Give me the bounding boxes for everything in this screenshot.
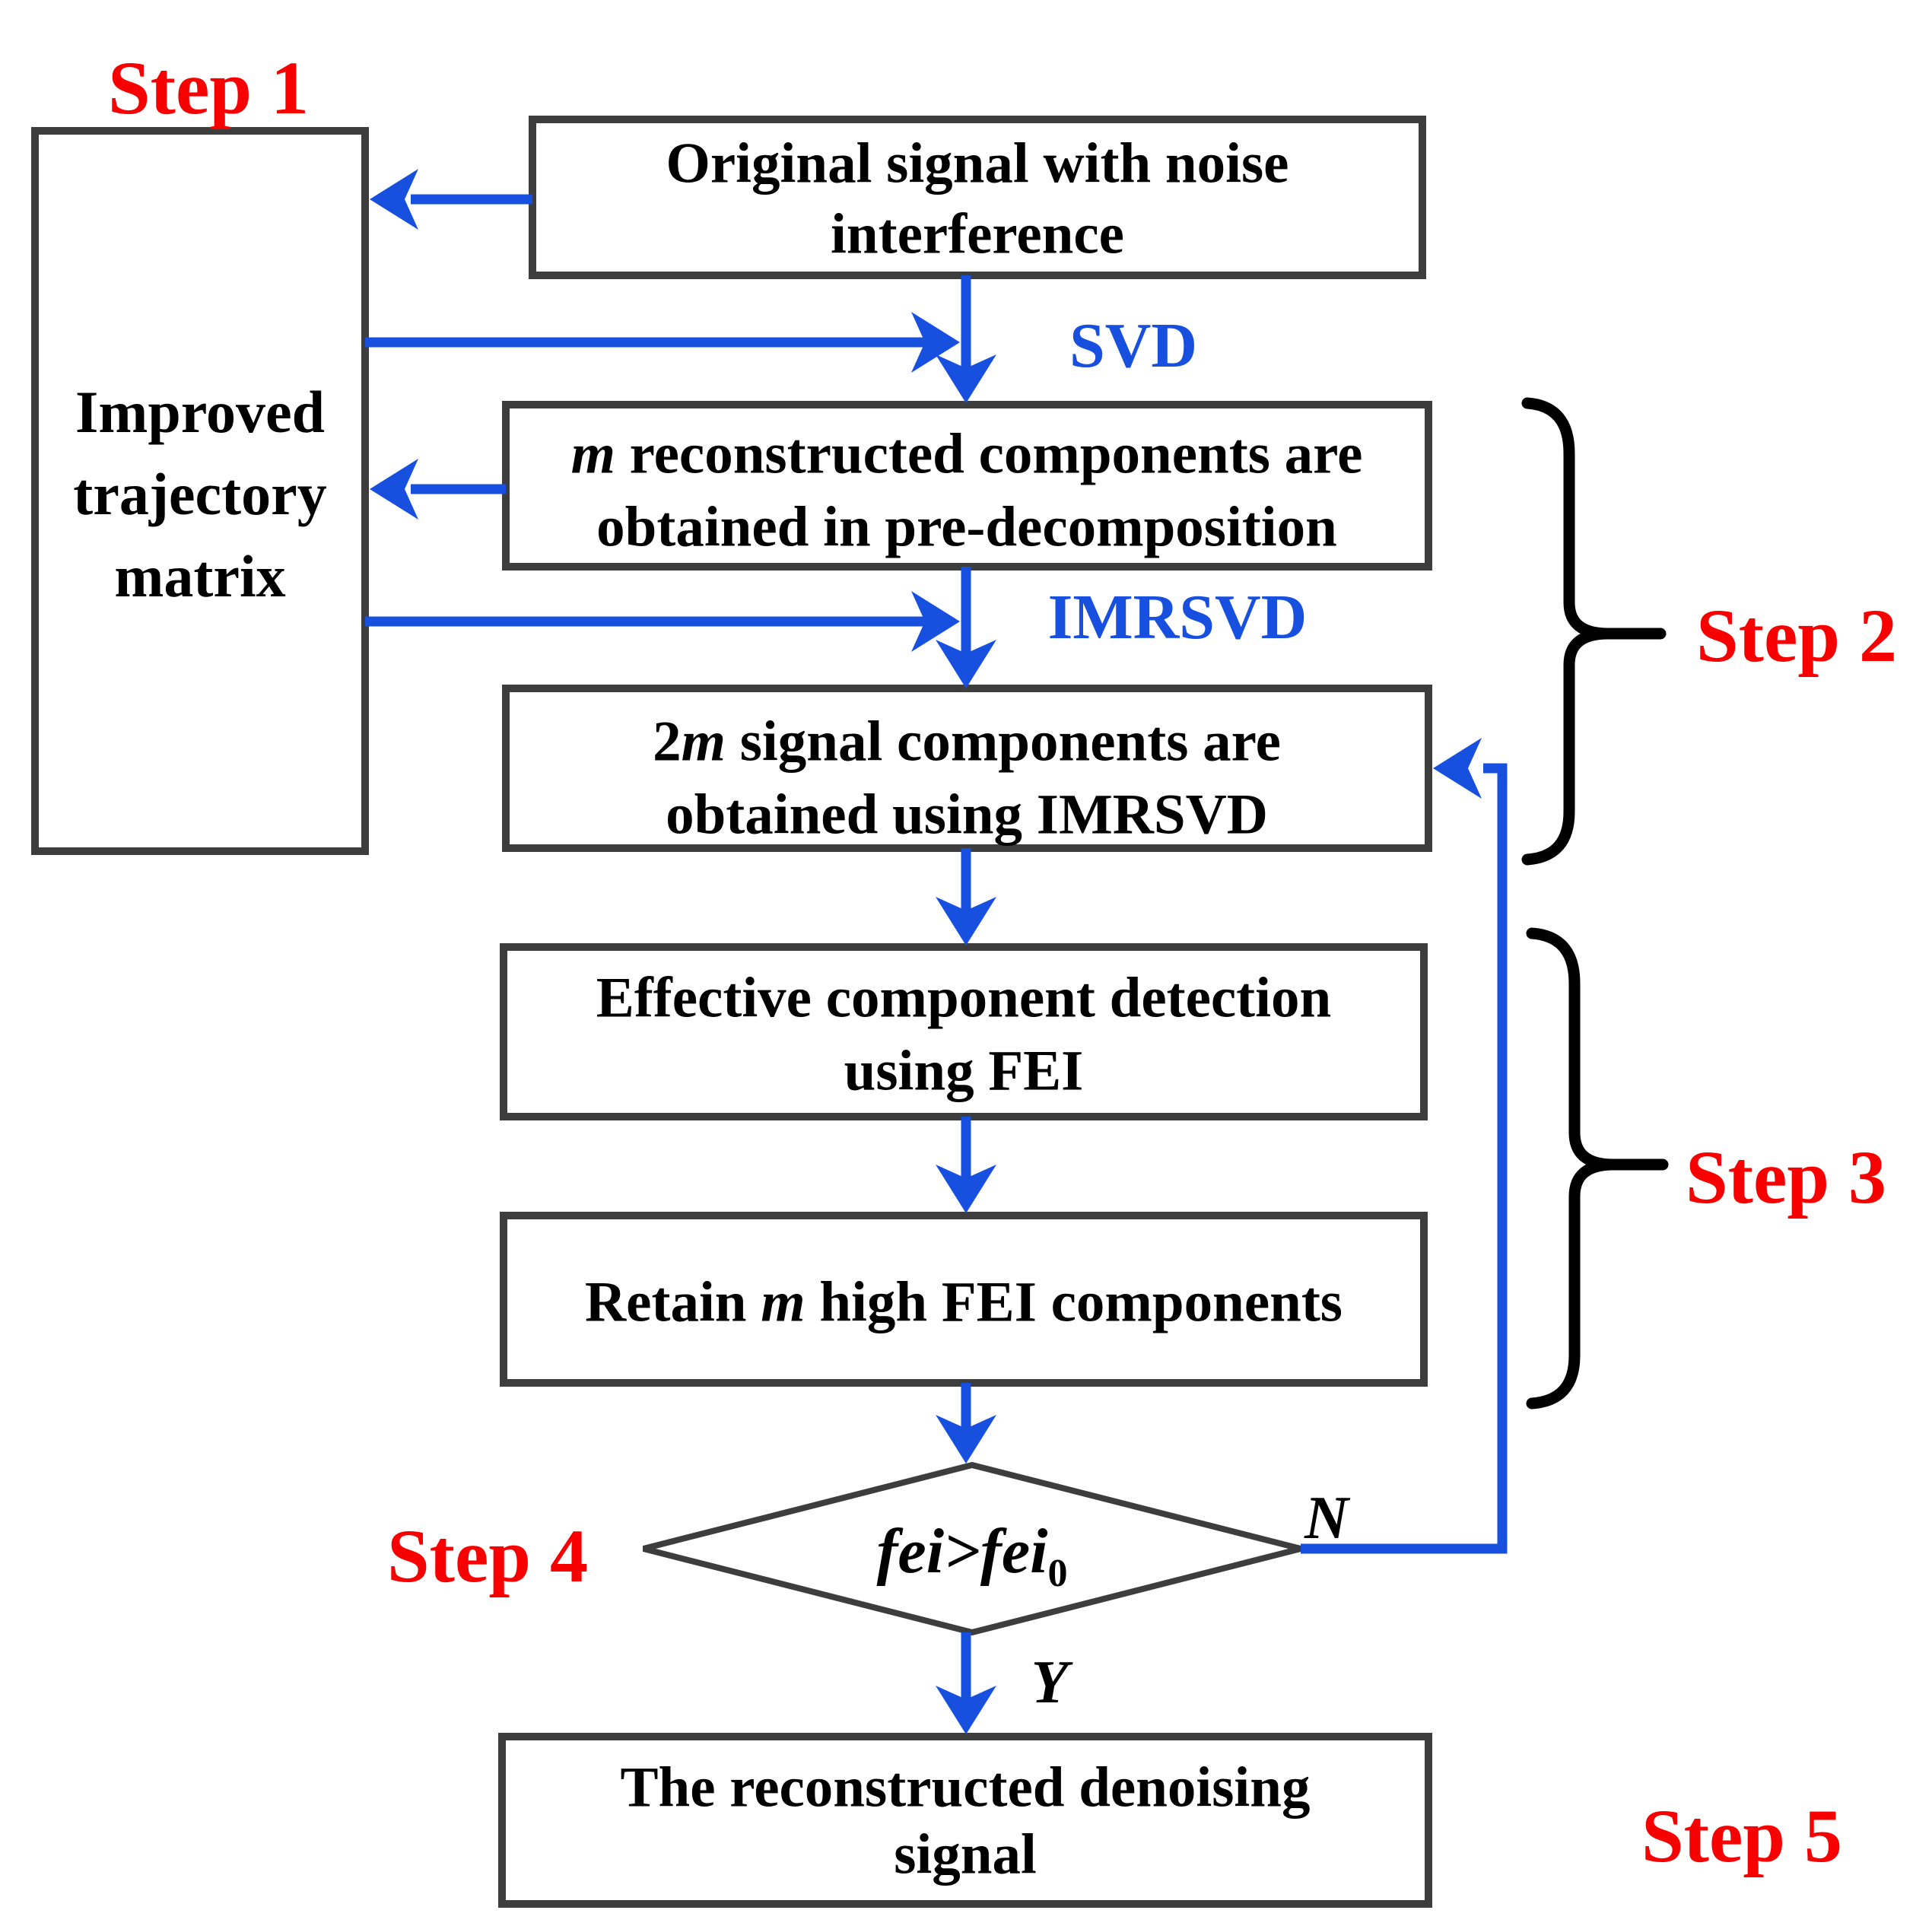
arrowhead-down-icon xyxy=(936,1165,996,1213)
output-line1: The reconstructed denoising xyxy=(620,1756,1311,1820)
line-text: high FEI components xyxy=(805,1270,1343,1334)
fei-threshold-subscript: 0 xyxy=(1047,1551,1068,1595)
step3-label: Step 3 xyxy=(1686,1135,1886,1219)
trajectory-matrix-box xyxy=(31,127,369,855)
arrowhead-left-icon xyxy=(370,459,418,520)
retain-components-box xyxy=(500,1212,1428,1387)
original-line1: Original signal with noise xyxy=(666,132,1289,195)
arrowhead-right-icon xyxy=(911,312,960,373)
italic-m: m xyxy=(570,422,615,486)
fei-rhs: fei xyxy=(980,1516,1048,1587)
retain-components-line: Retain m high FEI components xyxy=(585,1274,1343,1331)
step1-label: Step 1 xyxy=(108,46,309,130)
imrsvd-components-box xyxy=(502,685,1432,852)
fei-lhs: fei xyxy=(876,1516,945,1587)
output-signal-box xyxy=(498,1733,1432,1908)
step4-label: Step 4 xyxy=(387,1514,588,1598)
feedback-loop-line xyxy=(1301,763,1508,1554)
pre-decomposition-line1: m reconstructed components are xyxy=(571,426,1363,483)
original-signal-box xyxy=(529,116,1426,279)
original-line2: interference xyxy=(831,202,1124,266)
trajectory-line3: matrix xyxy=(114,543,286,609)
line-text: 2 xyxy=(653,710,682,774)
fei-detection-line2: using FEI xyxy=(844,1039,1084,1103)
arrowhead-down-icon xyxy=(936,354,996,403)
arrowhead-left-icon xyxy=(370,169,418,230)
svd-label: SVD xyxy=(1069,310,1198,381)
imrsvd-components-line1: 2m signal components are xyxy=(653,714,1281,771)
yes-branch-label: Y xyxy=(1031,1649,1069,1716)
gt-operator: > xyxy=(944,1516,980,1587)
step3-brace-icon xyxy=(1526,927,1669,1410)
italic-m: m xyxy=(681,710,726,774)
arrowhead-down-icon xyxy=(936,1686,996,1734)
no-branch-label: N xyxy=(1304,1485,1349,1552)
trajectory-line1: Improved xyxy=(75,379,325,445)
pre-decomposition-line2: obtained in pre-decomposition xyxy=(596,495,1337,559)
step2-brace-icon xyxy=(1521,397,1667,866)
step2-label: Step 2 xyxy=(1696,593,1897,678)
imrsvd-label: IMRSVD xyxy=(1047,582,1308,653)
arrowhead-down-icon xyxy=(936,640,996,688)
arrowhead-right-icon xyxy=(911,591,960,652)
output-line2: signal xyxy=(894,1823,1037,1886)
line-text: signal components are xyxy=(725,710,1281,774)
arrowhead-left-icon xyxy=(1433,738,1482,799)
arrowhead-down-icon xyxy=(936,1415,996,1464)
step5-label: Step 5 xyxy=(1641,1794,1842,1878)
line-text: Retain xyxy=(585,1270,761,1334)
fei-detection-line1: Effective component detection xyxy=(596,966,1332,1030)
line-text: reconstructed components are xyxy=(615,422,1363,486)
decision-condition: fei>fei0 xyxy=(876,1520,1067,1594)
imrsvd-components-line2: obtained using IMRSVD xyxy=(666,783,1268,847)
arrowhead-down-icon xyxy=(936,897,996,946)
trajectory-line2: trajectory xyxy=(73,461,327,527)
italic-m: m xyxy=(761,1270,806,1334)
